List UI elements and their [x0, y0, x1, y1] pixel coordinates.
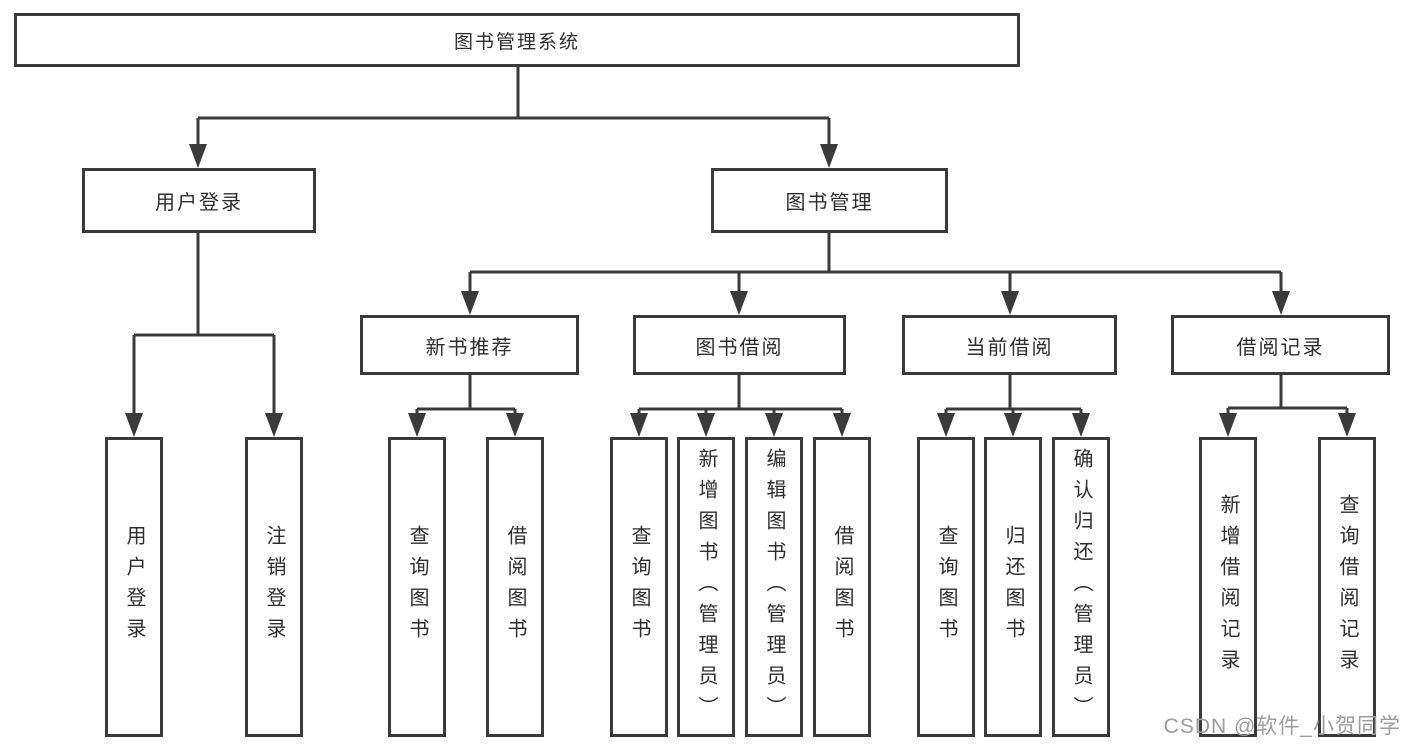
node-leaf-cb-confirm-return-admin: 确认归还（管理员） — [1052, 437, 1110, 737]
edge-book-mgmt-trunk — [468, 233, 1283, 297]
node-leaf-br-add-record: 新增借阅记录 — [1199, 437, 1257, 737]
node-book-borrowing: 图书借阅 — [633, 315, 846, 375]
node-user-login-branch: 用户登录 — [82, 168, 316, 233]
node-leaf-cb-confirm-return-admin-label: 确认归还（管理员） — [1070, 447, 1092, 727]
node-leaf-logout: 注销登录 — [245, 437, 303, 737]
edge-borrow-record-trunk — [1226, 375, 1349, 419]
node-leaf-cb-return-books-label: 归还图书 — [1002, 525, 1024, 649]
node-book-borrowing-label: 图书借阅 — [695, 336, 784, 359]
node-leaf-br-query-record: 查询借阅记录 — [1318, 437, 1376, 737]
node-leaf-bb-query-books: 查询图书 — [610, 437, 668, 737]
node-leaf-logout-label: 注销登录 — [263, 525, 285, 649]
node-leaf-bb-borrow-books: 借阅图书 — [813, 437, 871, 737]
node-current-borrowing-label: 当前借阅 — [965, 336, 1054, 359]
node-new-book-recommendation: 新书推荐 — [360, 315, 579, 375]
node-leaf-rec-query-books: 查询图书 — [388, 437, 446, 737]
node-leaf-br-add-record-label: 新增借阅记录 — [1217, 494, 1239, 680]
node-user-login-branch-label: 用户登录 — [155, 192, 243, 214]
node-root-system-label: 图书管理系统 — [453, 31, 580, 53]
node-leaf-cb-query-books-label: 查询图书 — [935, 525, 957, 649]
node-leaf-bb-edit-books-admin: 编辑图书（管理员） — [745, 437, 803, 737]
edge-current-borrow-trunk — [944, 375, 1083, 419]
node-leaf-user-login-label: 用户登录 — [123, 525, 145, 649]
node-leaf-rec-borrow-books-label: 借阅图书 — [504, 525, 526, 649]
arrowheads — [125, 144, 1356, 437]
edge-book-borrow-trunk — [637, 375, 844, 419]
node-current-borrowing: 当前借阅 — [902, 315, 1117, 375]
edge-new-book-rec-trunk — [415, 375, 517, 419]
node-leaf-user-login: 用户登录 — [105, 437, 163, 737]
node-book-management-branch: 图书管理 — [711, 168, 948, 233]
node-book-management-branch-label: 图书管理 — [785, 192, 874, 214]
node-leaf-bb-add-books-admin-label: 新增图书（管理员） — [695, 447, 717, 727]
node-leaf-bb-query-books-label: 查询图书 — [628, 525, 650, 649]
node-borrowing-records: 借阅记录 — [1171, 315, 1390, 375]
node-leaf-cb-return-books: 归还图书 — [984, 437, 1042, 737]
csdn-watermark: CSDN @软件_小贺同学 — [1163, 715, 1401, 738]
edge-root-trunk — [196, 66, 831, 150]
node-root-system: 图书管理系统 — [14, 13, 1020, 67]
node-leaf-cb-query-books: 查询图书 — [917, 437, 975, 737]
node-leaf-bb-borrow-books-label: 借阅图书 — [831, 525, 853, 649]
node-leaf-rec-borrow-books: 借阅图书 — [486, 437, 544, 737]
node-leaf-br-query-record-label: 查询借阅记录 — [1336, 494, 1358, 680]
node-new-book-recommendation-label: 新书推荐 — [425, 336, 514, 359]
node-borrowing-records-label: 借阅记录 — [1236, 336, 1325, 359]
node-leaf-bb-edit-books-admin-label: 编辑图书（管理员） — [763, 447, 785, 727]
node-leaf-rec-query-books-label: 查询图书 — [406, 525, 428, 649]
node-leaf-bb-add-books-admin: 新增图书（管理员） — [677, 437, 735, 737]
edge-user-login-trunk — [132, 233, 276, 419]
